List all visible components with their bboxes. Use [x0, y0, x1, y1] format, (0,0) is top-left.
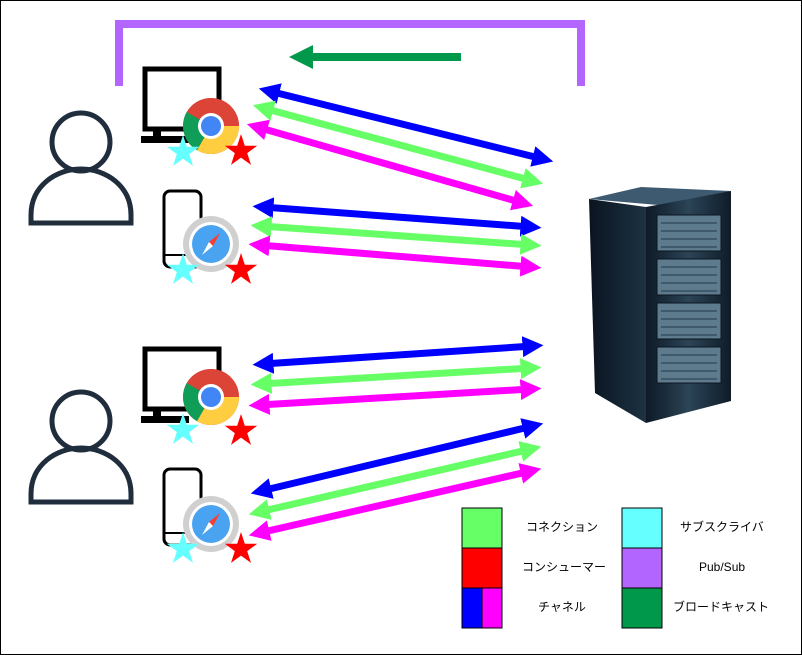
server-rack-icon	[589, 187, 731, 423]
user-icon	[28, 389, 134, 505]
consumer-star-icon	[224, 253, 258, 284]
user-icon	[28, 110, 134, 226]
legend-label-channel: チャネル	[538, 600, 586, 614]
legend-swatch-broadcast	[621, 587, 663, 629]
legend-swatch-channel-blue	[461, 587, 483, 629]
legend-swatch-subscriber	[621, 507, 663, 549]
pubsub-bracket	[115, 20, 585, 86]
channel-arrow	[248, 463, 542, 541]
legend-label-subscriber: サブスクライバ	[680, 520, 764, 534]
chrome-icon	[183, 98, 239, 154]
subscriber-star-icon	[166, 135, 200, 166]
safari-icon	[183, 496, 239, 552]
legend-label-consumer: コンシューマー	[522, 560, 607, 574]
consumer-star-icon	[224, 414, 258, 445]
chrome-icon	[183, 369, 239, 425]
legend-swatches	[461, 507, 663, 629]
consumer-star-icon	[224, 134, 258, 165]
subscriber-star-icon	[166, 532, 200, 563]
channel-arrow	[246, 119, 534, 211]
connection-arrow	[250, 358, 542, 394]
safari-icon	[183, 216, 239, 272]
connection-arrow	[250, 216, 542, 255]
legend-swatch-pubsub	[621, 547, 663, 589]
legend-swatch-channel-magenta	[481, 587, 503, 629]
legend-label-pubsub: Pub/Sub	[699, 560, 746, 574]
channel-arrow	[252, 197, 542, 237]
consumer-star-icon	[224, 532, 258, 563]
legend-label-connection: コネクション	[526, 520, 599, 534]
channel-arrow	[248, 379, 542, 415]
subscriber-star-icon	[166, 413, 200, 444]
subscriber-star-icon	[166, 253, 200, 284]
channel-arrow	[252, 336, 544, 374]
legend-swatch-connection	[461, 507, 503, 549]
legend-swatch-consumer	[461, 547, 503, 589]
channel-arrow	[248, 235, 542, 277]
legend-label-broadcast: ブロードキャスト	[673, 600, 770, 614]
